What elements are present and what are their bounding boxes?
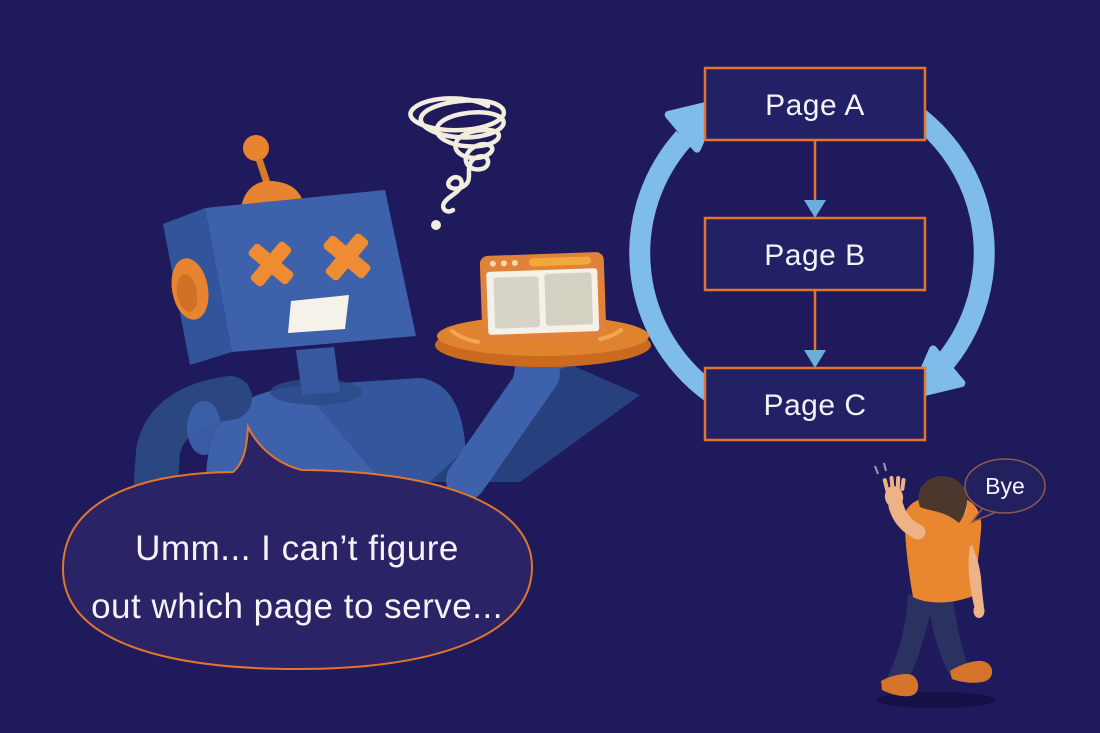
node-page-c: [703, 366, 927, 442]
robot-head-front: [205, 190, 416, 352]
scribble-dot: [431, 220, 441, 230]
loop-arc-left: [629, 130, 720, 403]
browser-panel-right: [544, 272, 593, 326]
visitor-palm: [884, 486, 904, 508]
browser-panel-left: [493, 276, 541, 329]
speech-line-2: out which page to serve...: [91, 587, 503, 626]
robot-torso-shade: [300, 378, 467, 482]
visitor-hair: [918, 476, 968, 523]
robot-eye-left-x-icon: [248, 241, 294, 287]
tray-highlight-right: [598, 328, 623, 341]
wave-motion-lines-icon: [874, 462, 887, 475]
robot-head: [163, 190, 416, 365]
robot-mouth: [288, 295, 349, 333]
bye-bubble-text: Bye: [985, 473, 1025, 499]
robot-right-forearm: [446, 354, 560, 500]
visitor-shirt: [903, 496, 982, 603]
browser-dot-icon: [500, 260, 507, 267]
node-page-c-label: Page C: [763, 389, 866, 422]
visitor-hand-down: [973, 604, 985, 618]
robot-neck: [296, 347, 340, 395]
speech-line-1: Umm... I can’t figure: [135, 529, 459, 568]
node-page-a: [703, 66, 927, 142]
browser-window: [479, 252, 607, 341]
visitor-arm-waving: [888, 498, 926, 540]
scribble-swirl: [408, 96, 507, 214]
visitor-shoe-front: [950, 660, 993, 683]
robot-speech-bubble: Umm... I can’t figure out which page to …: [61, 423, 534, 671]
bye-speech-bubble: Bye: [964, 458, 1046, 524]
node-page-a-label: Page A: [765, 89, 865, 122]
speech-bubble-shape: [61, 423, 534, 671]
robot-eyes: [248, 233, 371, 287]
redirect-connectors: [804, 140, 826, 368]
confusion-scribble: [408, 96, 507, 230]
antenna-ball: [243, 135, 269, 161]
redirect-loop-diagram: Page A Page B Page C: [629, 66, 995, 442]
node-page-b-label: Page B: [764, 239, 865, 272]
visitor-arm-down: [968, 545, 984, 610]
robot: [134, 135, 651, 502]
page-nodes: Page A Page B Page C: [703, 66, 927, 442]
robot-ear-inner: [176, 274, 198, 312]
connector-arrowhead-a-b: [804, 200, 826, 218]
robot-eye-right-x-icon: [323, 233, 371, 281]
bye-bubble-shape: [964, 458, 1046, 514]
browser-dot-icon: [511, 259, 518, 266]
visitor-shoe-back: [881, 674, 919, 697]
tray-highlight-left: [450, 329, 480, 344]
browser-address-bar: [528, 256, 591, 267]
visitor-walking-away: [874, 462, 996, 708]
robot-left-arm: [134, 376, 252, 502]
visitor-fingers: [882, 476, 906, 492]
robot-left-elbow-highlight: [187, 401, 221, 455]
connector-arrowhead-b-c: [804, 350, 826, 368]
visitor-jeans: [884, 594, 971, 692]
browser-dot-icon: [489, 260, 496, 267]
node-page-b: [703, 216, 927, 292]
